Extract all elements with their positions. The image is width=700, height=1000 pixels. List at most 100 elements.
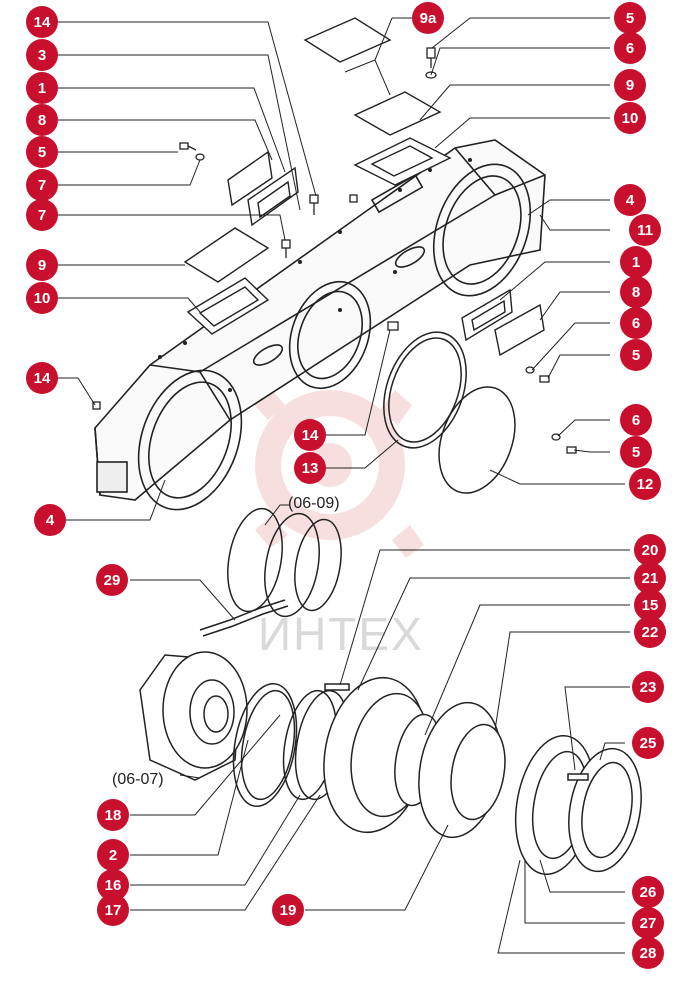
callout-number: 14: [34, 370, 51, 387]
callout-number: 14: [302, 427, 319, 444]
callout-circle: [634, 616, 666, 648]
callout-badge-c8b: 8: [620, 276, 652, 308]
callout-circle: [412, 2, 444, 34]
callout-badge-c18: 18: [97, 799, 129, 831]
callout-badge-c2: 2: [97, 839, 129, 871]
callout-circle: [97, 799, 129, 831]
callout-number: 4: [46, 512, 55, 529]
callout-circle: [632, 876, 664, 908]
watermark-logo: [250, 385, 424, 558]
callout-number: 5: [38, 144, 46, 161]
callout-badge-c3: 3: [26, 39, 58, 71]
callout-number: 10: [622, 110, 639, 127]
callout-badge-c1b: 1: [620, 246, 652, 278]
drum-19: [323, 676, 506, 839]
callout-number: 21: [642, 570, 659, 587]
callout-badge-c6b: 6: [620, 307, 652, 339]
callout-number: 5: [632, 444, 640, 461]
callout-badge-c28: 28: [632, 937, 664, 969]
callout-badge-c25: 25: [632, 727, 664, 759]
callout-number: 4: [626, 192, 635, 209]
callout-badge-c15: 15: [634, 589, 666, 621]
callout-circle: [294, 419, 326, 451]
callout-badge-c11: 11: [629, 214, 661, 246]
callout-badge-c14c: 14: [294, 419, 326, 451]
callout-circle: [632, 727, 664, 759]
callout-circle: [620, 276, 652, 308]
callout-circle: [272, 894, 304, 926]
callout-number: 11: [637, 222, 653, 239]
callout-circle: [632, 671, 664, 703]
callout-badge-c5c: 5: [620, 339, 652, 371]
callout-circle: [614, 102, 646, 134]
callout-circle: [629, 214, 661, 246]
callout-badge-c6a: 6: [614, 32, 646, 64]
callout-circle: [26, 362, 58, 394]
callout-circle: [634, 534, 666, 566]
callout-number: 6: [632, 315, 640, 332]
callout-number: 9: [38, 257, 46, 274]
callout-number: 9a: [420, 10, 437, 27]
callout-badge-c4a: 4: [34, 504, 66, 536]
callout-circle: [632, 907, 664, 939]
callout-badge-c9b: 9: [614, 69, 646, 101]
callout-number: 14: [34, 14, 51, 31]
callout-number: 1: [632, 254, 640, 271]
callout-number: 10: [34, 290, 51, 307]
callout-circle: [97, 869, 129, 901]
callout-circle: [26, 249, 58, 281]
callout-badge-c26: 26: [632, 876, 664, 908]
callout-badge-c16: 16: [97, 869, 129, 901]
callout-circle: [26, 282, 58, 314]
callout-number: 22: [642, 624, 659, 641]
callout-circle: [34, 504, 66, 536]
callout-circle: [614, 184, 646, 216]
callout-number: 5: [632, 347, 640, 364]
callout-circle: [97, 894, 129, 926]
callout-badge-c14a: 14: [26, 6, 58, 38]
callout-badge-c13: 13: [294, 452, 326, 484]
callout-circle: [26, 169, 58, 201]
callout-number: 18: [105, 807, 122, 824]
callout-circle: [96, 564, 128, 596]
callout-circle: [620, 246, 652, 278]
callout-badge-c12: 12: [629, 468, 661, 500]
callout-number: 26: [640, 884, 657, 901]
callout-circle: [26, 104, 58, 136]
callout-badge-c5a: 5: [26, 136, 58, 168]
callout-circle: [97, 839, 129, 871]
callout-number: 20: [642, 542, 659, 559]
callout-badge-c5d: 5: [620, 436, 652, 468]
callout-circle: [614, 69, 646, 101]
callout-badge-c7b: 7: [26, 199, 58, 231]
callout-circle: [620, 307, 652, 339]
callout-number: 7: [38, 177, 46, 194]
callout-circle: [26, 199, 58, 231]
callout-badge-c10a: 10: [26, 282, 58, 314]
callout-number: 3: [38, 47, 46, 64]
callout-circle: [26, 136, 58, 168]
callout-number: 13: [302, 460, 319, 477]
callout-badge-c19: 19: [272, 894, 304, 926]
callout-badge-c27: 27: [632, 907, 664, 939]
ref-06-09: (06-09): [288, 495, 340, 512]
callout-badge-c7a: 7: [26, 169, 58, 201]
callout-badge-c6c: 6: [620, 404, 652, 436]
callout-circle: [620, 404, 652, 436]
callout-badge-c23: 23: [632, 671, 664, 703]
callout-badge-c4b: 4: [614, 184, 646, 216]
callout-badge-c21: 21: [634, 562, 666, 594]
brake-disc: [324, 683, 642, 876]
callout-number: 6: [626, 40, 634, 57]
callout-number: 5: [626, 10, 634, 27]
callout-badge-c17: 17: [97, 894, 129, 926]
callout-number: 8: [38, 112, 46, 129]
callout-badge-c9a_top: 9a: [412, 2, 444, 34]
callout-number: 9: [626, 77, 634, 94]
callout-badge-c14b: 14: [26, 362, 58, 394]
callout-circle: [26, 6, 58, 38]
callout-badge-c1a: 1: [26, 72, 58, 104]
callout-circle: [620, 339, 652, 371]
